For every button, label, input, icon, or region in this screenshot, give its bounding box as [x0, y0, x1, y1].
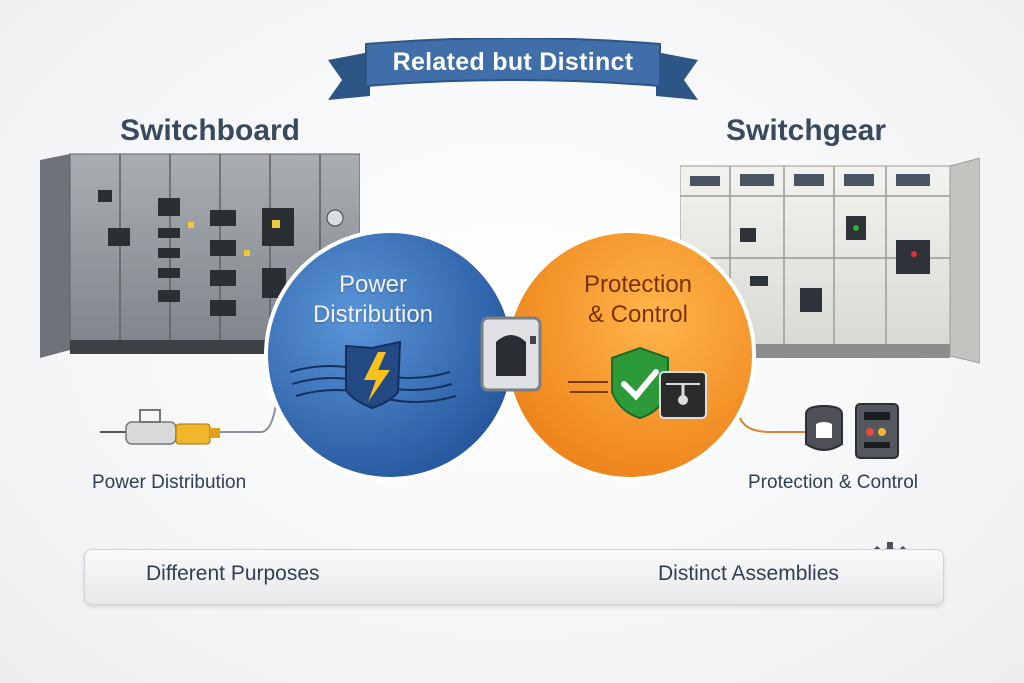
shield-device-icon — [805, 404, 843, 451]
switchgear-illustration — [680, 158, 980, 364]
protection-control-circle-label: Protection & Control — [543, 270, 733, 330]
ribbon-banner — [328, 38, 698, 100]
lightning-shield-icon — [345, 340, 402, 410]
circuit-breaker-icon — [480, 316, 542, 392]
protection-control-circle-text: Protection & Control — [583, 271, 693, 328]
switchgear-title: Switchgear — [725, 114, 887, 147]
power-distribution-label: Power Distribution — [92, 472, 247, 493]
cable-plug-icon — [100, 409, 220, 445]
different-purposes-text: Different Purposes — [146, 562, 320, 585]
banner-title: Related but Distinct — [392, 48, 634, 76]
control-box-icon — [659, 371, 707, 419]
protection-control-label: Protection & Control — [748, 472, 919, 493]
power-distribution-circle-text: Power Distribution — [312, 271, 434, 328]
bottom-bar — [84, 549, 944, 605]
switchboard-title: Switchboard — [119, 114, 300, 147]
control-panel-icon — [855, 403, 899, 459]
power-distribution-circle-label: Power Distribution — [278, 270, 468, 330]
distinct-assemblies-text: Distinct Assemblies — [658, 562, 839, 585]
